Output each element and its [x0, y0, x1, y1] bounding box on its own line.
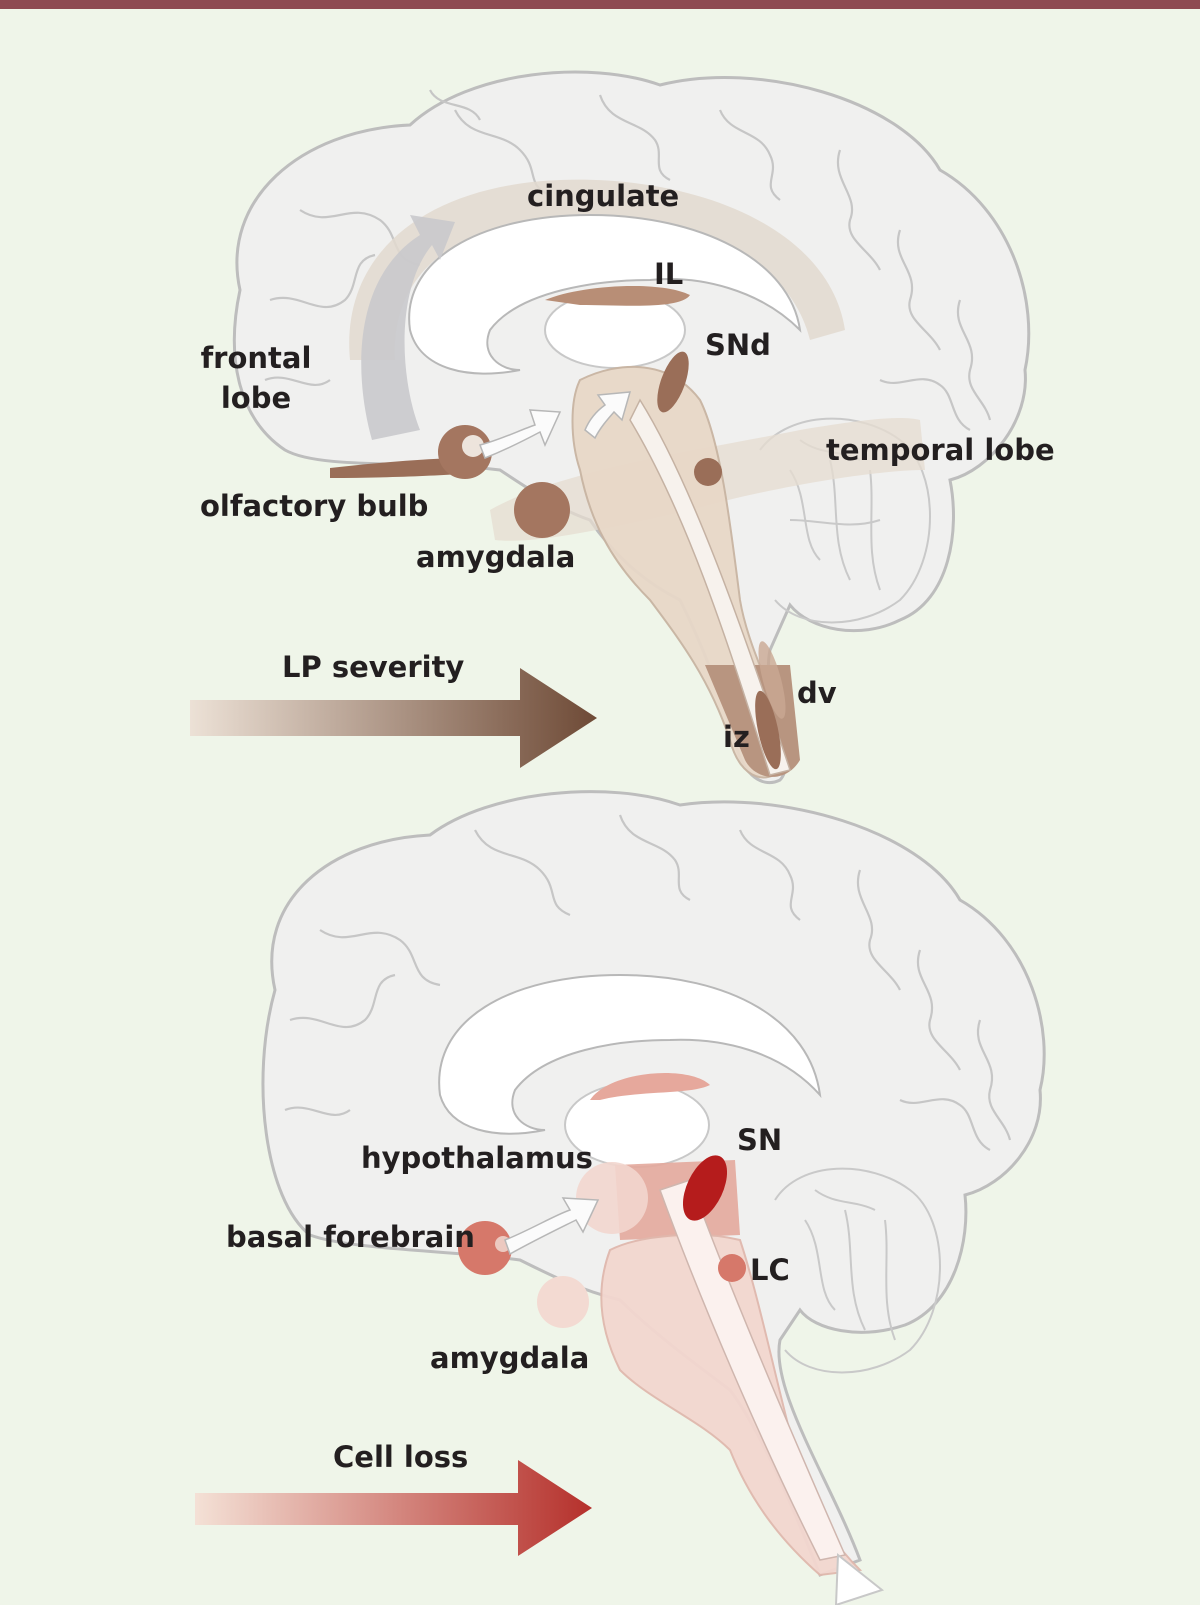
bottom-brain	[261, 790, 1046, 1605]
top-amygdala-node	[514, 482, 570, 538]
bottom-basal-forebrain-node	[458, 1221, 512, 1275]
label-cingulate: cingulate	[527, 179, 680, 213]
bottom-hypothalamus-node	[576, 1162, 648, 1234]
top-corpus-callosum	[408, 213, 802, 375]
top-dv-region	[758, 641, 786, 719]
label-frontal-lobe-line1: frontal	[200, 341, 312, 375]
bottom-lc-node	[718, 1254, 746, 1282]
bottom-corpus-callosum	[438, 973, 822, 1135]
label-snd: SNd	[705, 328, 771, 362]
label-temporal-lobe: temporal lobe	[826, 433, 1055, 467]
label-lc: LC	[750, 1253, 790, 1287]
top-snd-region	[657, 351, 689, 413]
top-cingulate-band	[349, 179, 845, 360]
label-amygdala-top: amygdala	[416, 540, 576, 574]
bottom-white-arrow	[504, 1197, 600, 1256]
top-tract	[629, 398, 791, 776]
label-frontal-lobe-line2: lobe	[220, 381, 292, 415]
label-amygdala-bottom: amygdala	[430, 1341, 590, 1375]
top-brain	[232, 70, 1031, 785]
label-olfactory-bulb: olfactory bulb	[200, 489, 429, 523]
bottom-cerebellum	[774, 1167, 941, 1374]
top-white-arrow-1	[478, 409, 562, 459]
label-hypothalamus: hypothalamus	[361, 1141, 593, 1175]
top-olfactory-tract	[330, 458, 460, 478]
bottom-sn-region	[682, 1155, 728, 1221]
label-basal-forebrain: basal forebrain	[226, 1220, 475, 1254]
lp-severity-arrow	[190, 668, 597, 768]
bottom-il-region	[590, 1073, 710, 1100]
bottom-amygdala-node	[537, 1276, 589, 1328]
top-frontal-arrow	[361, 215, 455, 440]
top-white-arrow-2	[584, 391, 632, 440]
top-iz-region	[755, 690, 781, 770]
top-il-region	[545, 285, 690, 306]
cell-loss-arrow	[195, 1460, 592, 1556]
bottom-gyri	[284, 814, 1012, 1151]
bottom-tract-arrowhead	[834, 1552, 885, 1605]
label-lp-severity: LP severity	[282, 650, 465, 684]
label-cell-loss: Cell loss	[333, 1440, 469, 1474]
label-il: IL	[654, 257, 684, 291]
label-dv: dv	[797, 676, 837, 710]
top-color-bar	[0, 0, 1200, 9]
top-pons-node	[694, 458, 722, 486]
label-iz: iz	[723, 720, 750, 754]
label-sn: SN	[737, 1123, 783, 1157]
